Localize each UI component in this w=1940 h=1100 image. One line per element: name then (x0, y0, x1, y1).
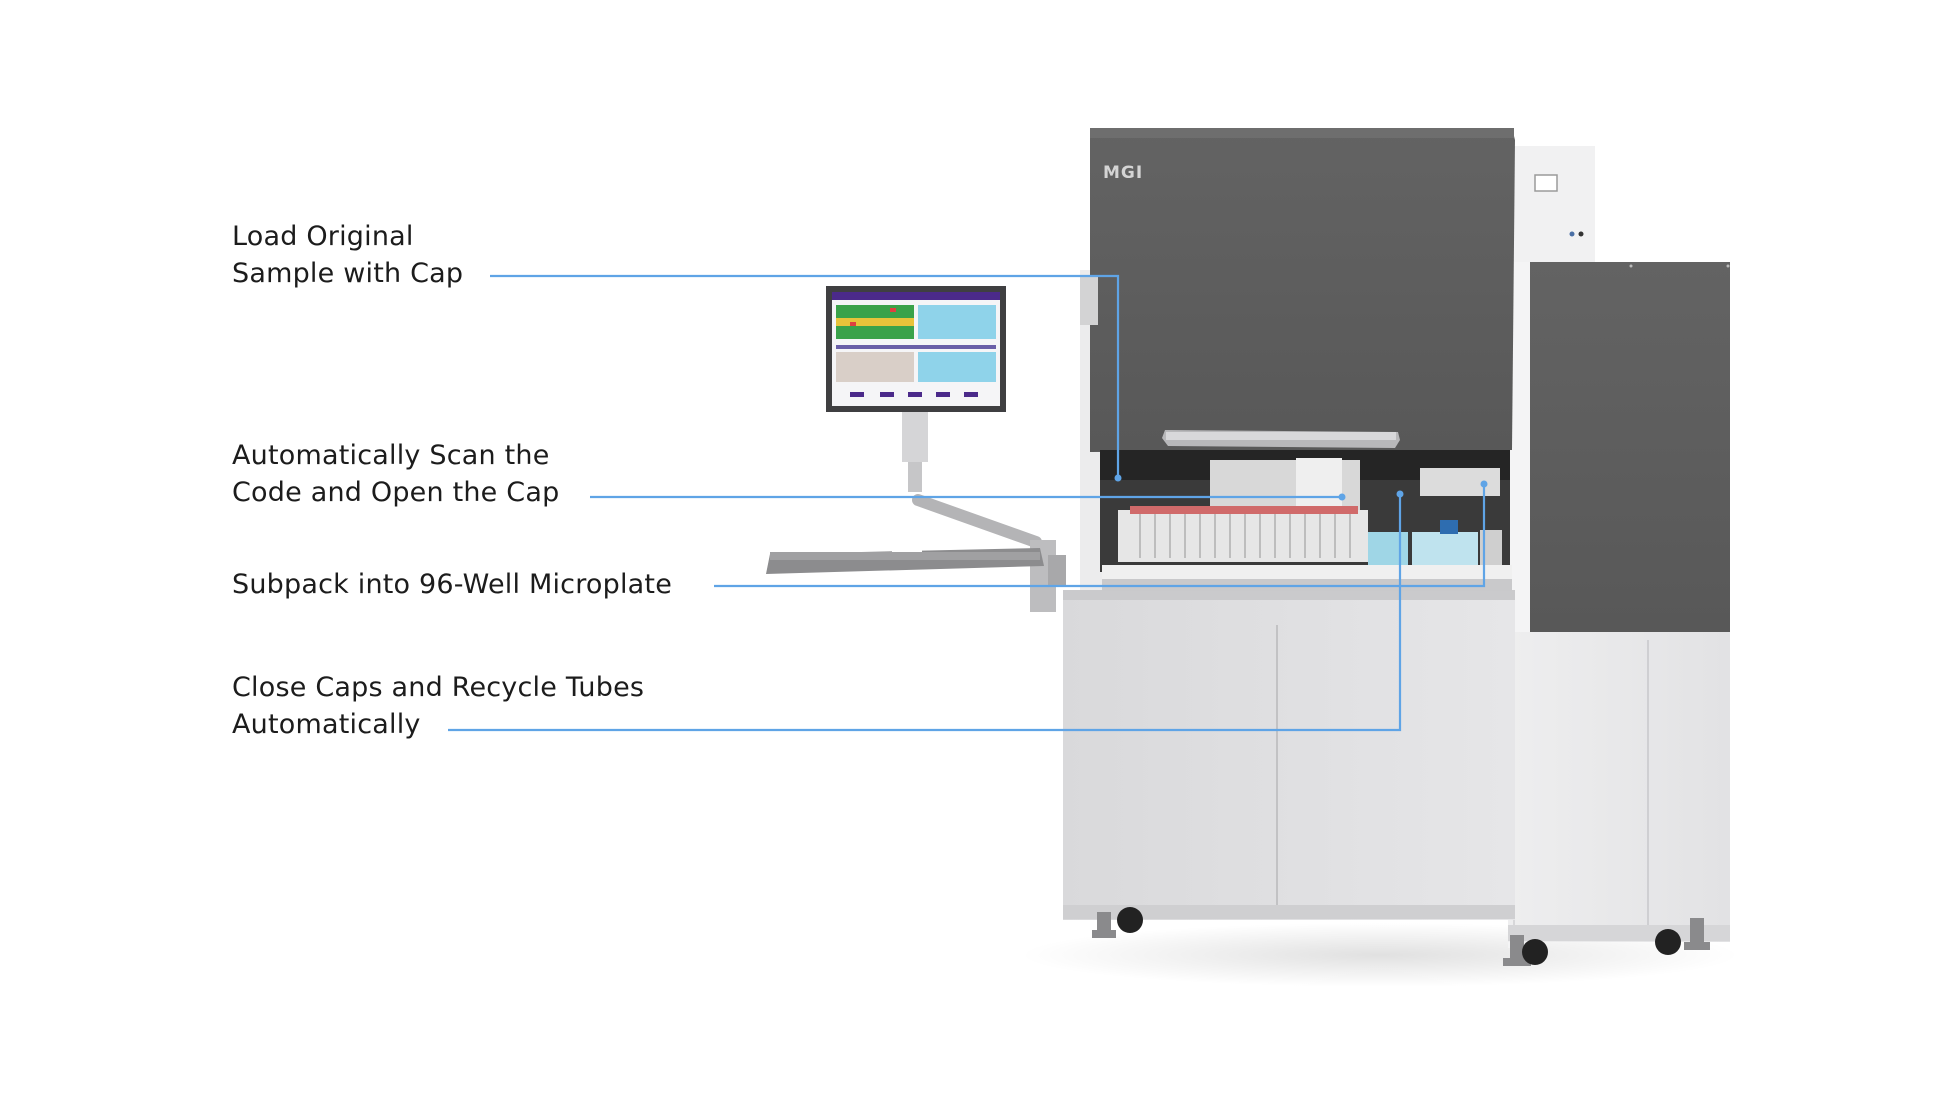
main-cabinet-lower (1063, 590, 1515, 920)
callout-close-caps: Close Caps and Recycle Tubes Automatical… (232, 669, 644, 743)
rear-tower (1505, 146, 1595, 262)
callout-scan-open-cap-line1: Automatically Scan the (232, 440, 550, 471)
callout-scan-open-cap: Automatically Scan the Code and Open the… (232, 437, 559, 511)
leader-dot-close-caps (1396, 490, 1404, 498)
leader-line-close-caps (448, 494, 1402, 732)
monitor (826, 286, 1006, 492)
callout-subpack-line1: Subpack into 96-Well Microplate (232, 569, 673, 600)
tube-rack (1130, 506, 1358, 514)
leader-line-load-sample (490, 274, 1120, 478)
keyboard-arm (766, 494, 1066, 612)
casters (1117, 907, 1681, 965)
feet (1092, 912, 1710, 966)
leader-lines (448, 274, 1488, 732)
callout-load-sample-line2: Sample with Cap (232, 258, 464, 289)
leader-dot-load-sample (1114, 474, 1122, 482)
callout-close-caps-line2: Automatically (232, 709, 421, 740)
callout-close-caps-line1: Close Caps and Recycle Tubes (232, 672, 645, 703)
leader-dot-scan-open-cap (1338, 493, 1346, 501)
callout-subpack: Subpack into 96-Well Microplate (232, 566, 672, 603)
brand-logo: MGI (1103, 163, 1143, 183)
work-deck (1100, 430, 1512, 591)
callout-scan-open-cap-line2: Code and Open the Cap (232, 477, 560, 508)
right-cabinet (1508, 258, 1730, 948)
callout-load-sample-line1: Load Original (232, 221, 414, 252)
leader-line-subpack (714, 484, 1486, 588)
callout-load-sample: Load Original Sample with Cap (232, 218, 463, 292)
leader-dot-subpack (1480, 480, 1488, 488)
